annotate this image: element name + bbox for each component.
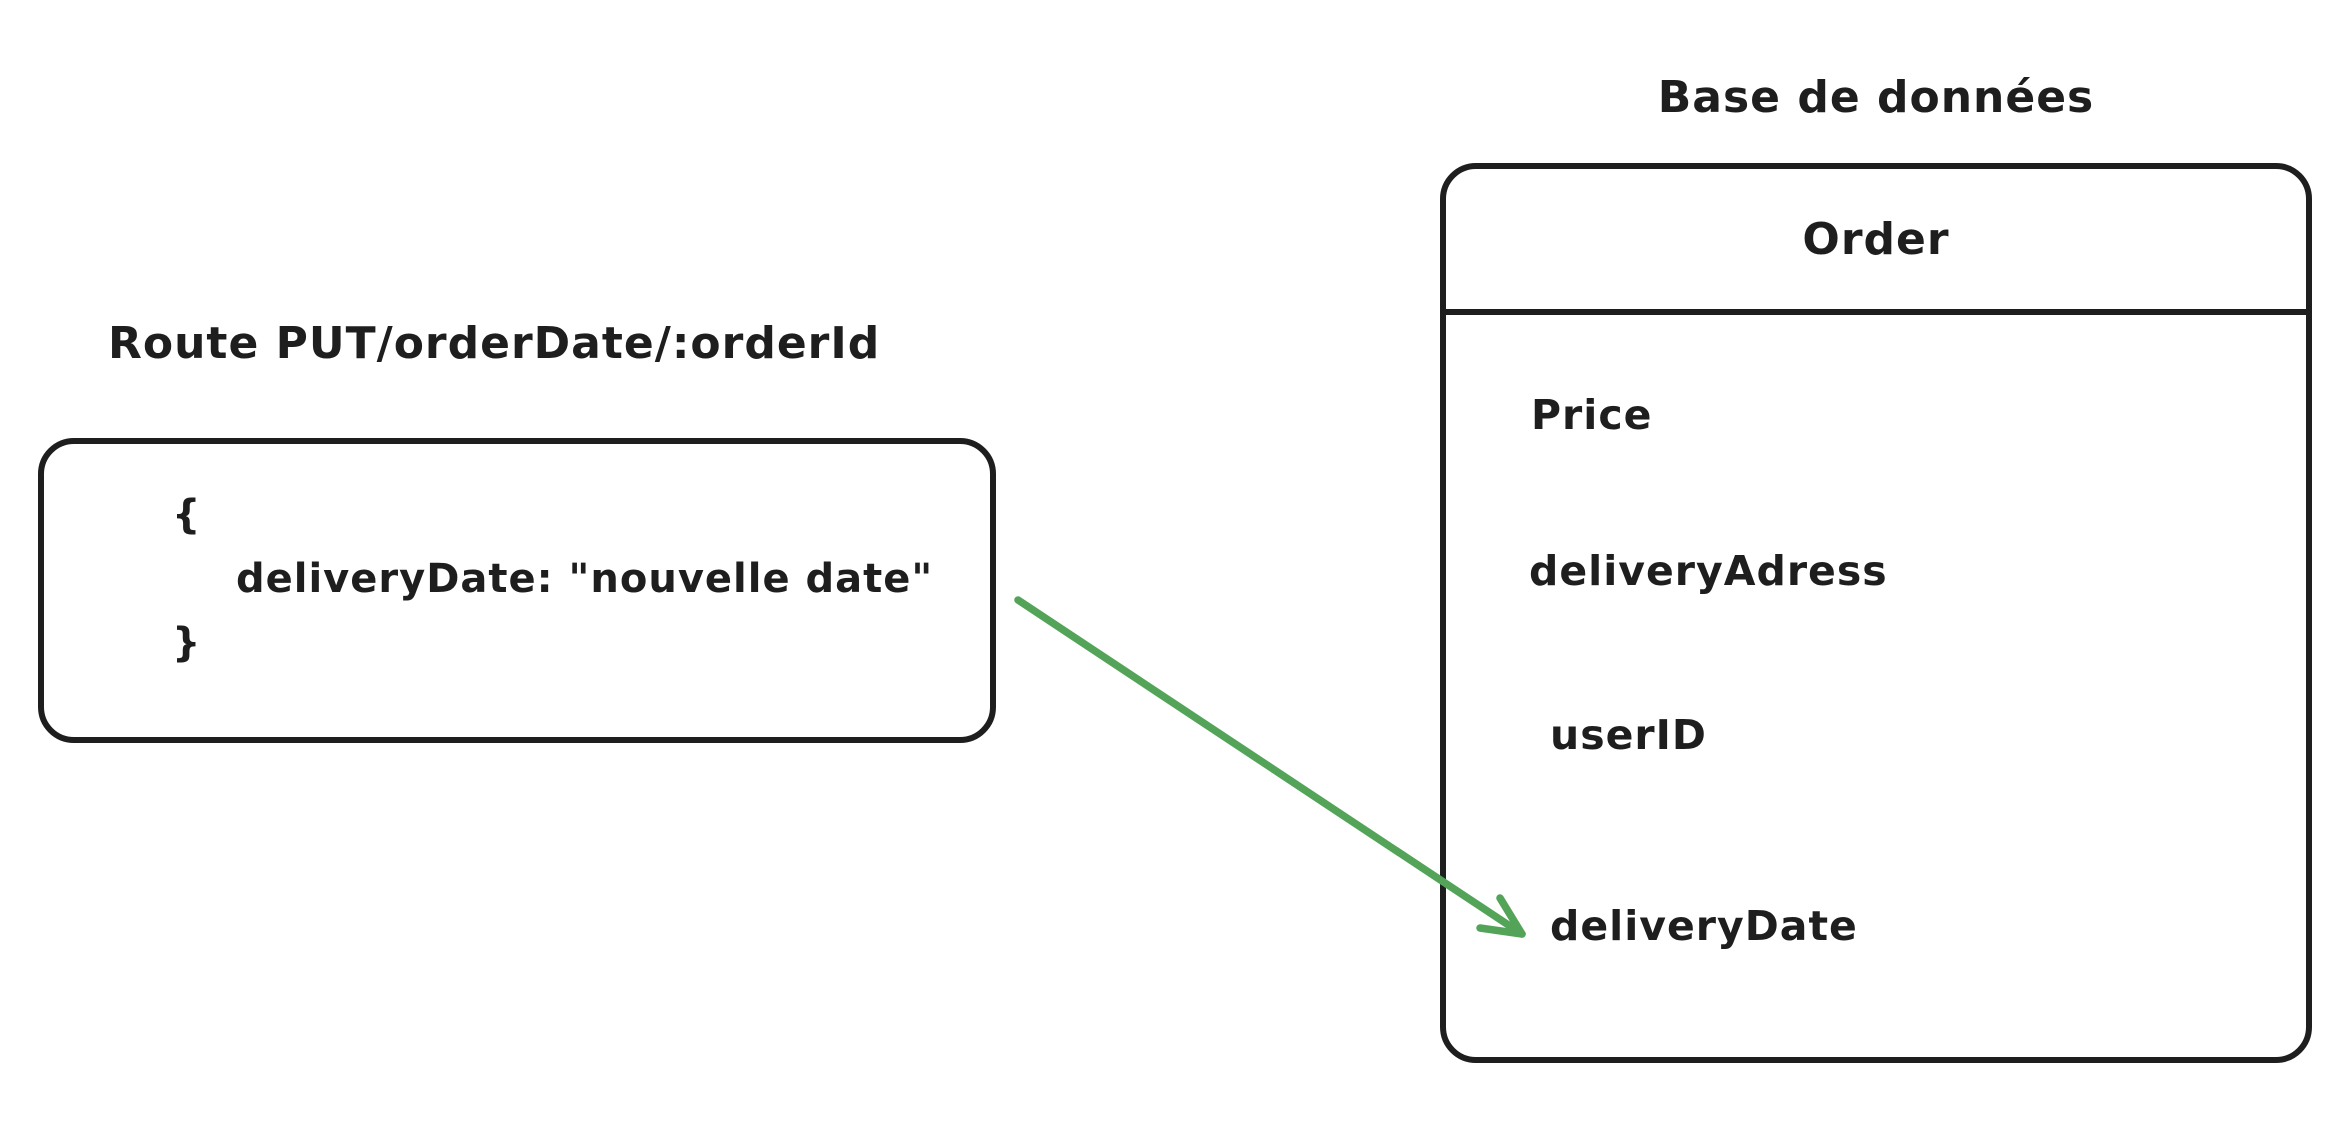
field-price: Price [1531, 391, 1653, 439]
mapping-arrow [1014, 596, 1526, 938]
order-table-title: Order [1446, 169, 2306, 315]
route-label: Route PUT/orderDate/:orderId [108, 318, 881, 369]
mapping-arrow-head [1476, 894, 1526, 938]
order-table: Order Price deliveryAdress userID delive… [1440, 163, 2312, 1063]
field-delivery-date: deliveryDate [1550, 902, 1858, 950]
database-label: Base de données [1657, 72, 2095, 123]
payload-close-brace: } [172, 620, 202, 666]
mapping-arrow-shaft [1014, 596, 1526, 938]
payload-open-brace: { [172, 492, 202, 538]
field-user-id: userID [1550, 711, 1707, 759]
field-delivery-adress: deliveryAdress [1529, 547, 1888, 595]
route-payload-box: { deliveryDate: "nouvelle date" } [38, 438, 996, 743]
payload-body: deliveryDate: "nouvelle date" [236, 556, 934, 602]
